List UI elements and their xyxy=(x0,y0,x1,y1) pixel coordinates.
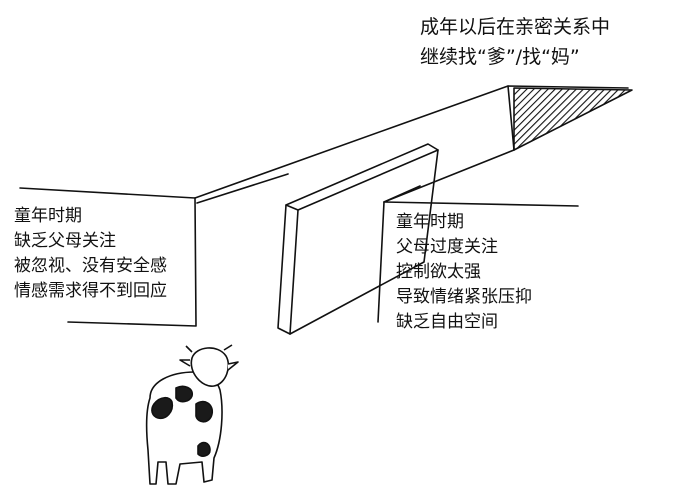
caption-line: 控制欲太强 xyxy=(396,262,481,282)
right-wall xyxy=(377,85,579,323)
caption-line: 童年时期 xyxy=(14,206,82,226)
middle-panel xyxy=(277,143,439,335)
caption-line: 缺乏父母关注 xyxy=(14,231,116,251)
dark-far-corner xyxy=(513,87,633,151)
caption-adult-relationships: 成年以后在亲密关系中 继续找“爹”/找“妈” xyxy=(420,12,610,72)
caption-line: 童年时期 xyxy=(396,212,464,232)
caption-line: 缺乏自由空间 xyxy=(396,312,498,332)
caption-line: 导致情绪紧张压抑 xyxy=(396,287,532,307)
caption-neglect: 童年时期 缺乏父母关注 被忽视、没有安全感 情感需求得不到回应 xyxy=(14,204,167,304)
caption-line: 父母过度关注 xyxy=(396,237,498,257)
caption-line: 被忽视、没有安全感 xyxy=(14,256,167,276)
caption-line: 继续找“爹”/找“妈” xyxy=(420,46,580,68)
caption-line: 情感需求得不到回应 xyxy=(14,281,167,301)
caption-overcontrol: 童年时期 父母过度关注 控制欲太强 导致情绪紧张压抑 缺乏自由空间 xyxy=(396,210,532,335)
cow-icon xyxy=(145,344,239,485)
caption-line: 成年以后在亲密关系中 xyxy=(420,16,611,38)
